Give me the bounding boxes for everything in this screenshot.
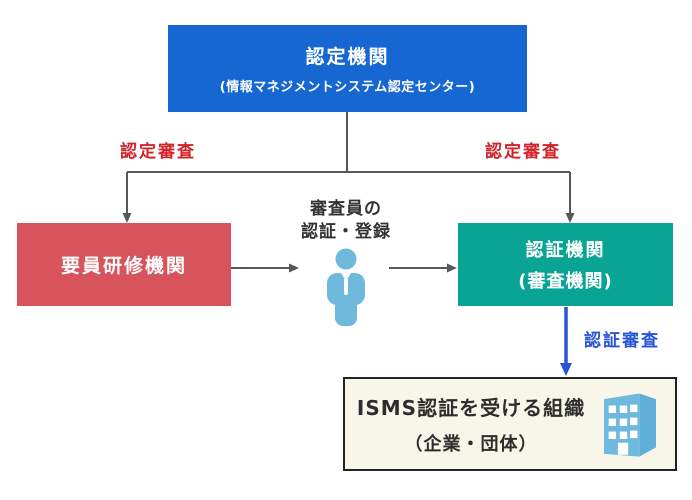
certification-body-subtitle: (審査機関) bbox=[518, 271, 613, 292]
training-body-box: 要員研修機関 bbox=[17, 223, 231, 306]
organization-subtitle: （企業・団体） bbox=[404, 434, 538, 455]
auditor-certification-line1: 審査員の bbox=[310, 199, 382, 219]
building-icon bbox=[595, 387, 665, 465]
accreditation-body-subtitle: (情報マネジメントシステム認定センター) bbox=[219, 80, 476, 95]
organization-box: ISMS認証を受ける組織 （企業・団体） bbox=[343, 377, 677, 471]
accreditation-audit-label-left: 認定審査 bbox=[120, 142, 196, 162]
auditor-certification-label: 審査員の 認証・登録 bbox=[268, 198, 424, 244]
person-icon bbox=[324, 247, 368, 327]
organization-title: ISMS認証を受ける組織 bbox=[356, 396, 586, 420]
accreditation-body-box: 認定機関 (情報マネジメントシステム認定センター) bbox=[168, 25, 527, 112]
accreditation-body-title: 認定機関 bbox=[305, 46, 390, 68]
certification-audit-label: 認証審査 bbox=[584, 331, 660, 351]
accreditation-audit-label-right: 認定審査 bbox=[485, 142, 561, 162]
auditor-certification-line2: 認証・登録 bbox=[301, 221, 391, 242]
certification-body-box: 認証機関 (審査機関) bbox=[458, 223, 673, 306]
organization-text: ISMS認証を受ける組織 （企業・団体） bbox=[345, 392, 675, 456]
certification-body-title: 認証機関 bbox=[525, 240, 606, 261]
training-body-title: 要員研修機関 bbox=[60, 255, 187, 277]
